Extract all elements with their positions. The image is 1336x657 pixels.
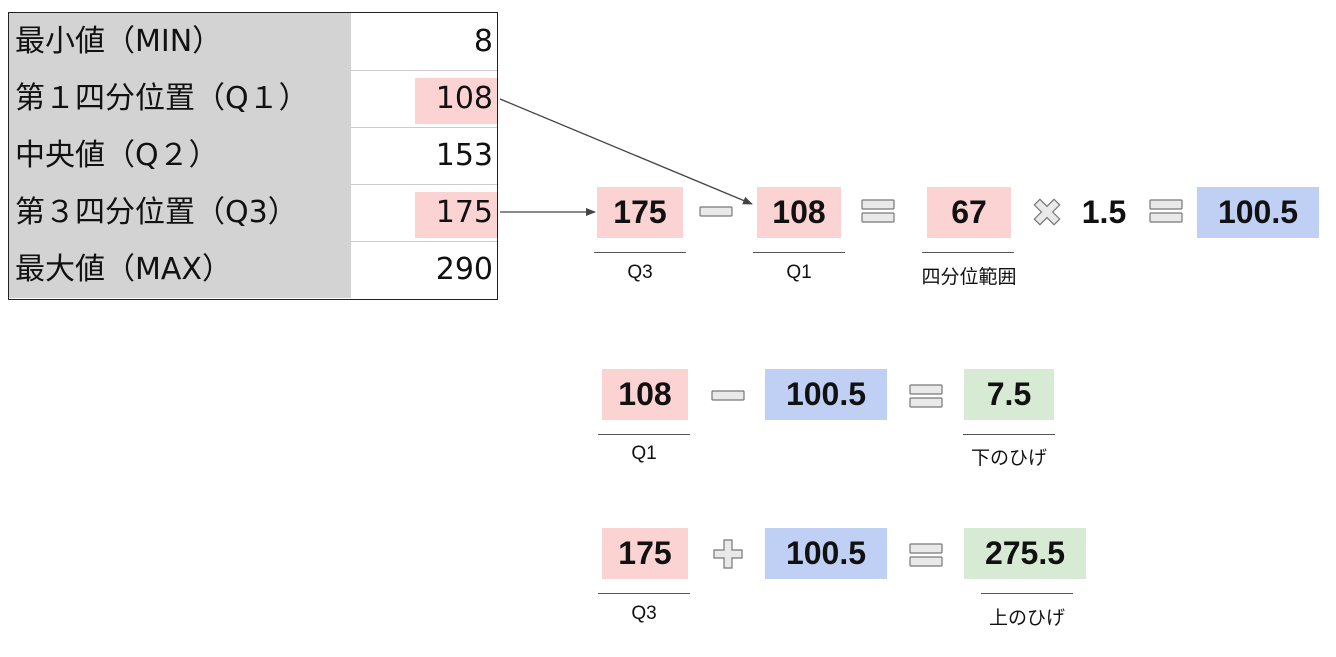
plus-icon: [713, 539, 743, 569]
row-divider: [351, 241, 497, 242]
lower-whisker-box: 7.5: [964, 369, 1054, 420]
lower-whisker-caption: 下のひげ: [970, 448, 1047, 469]
row-value: 108: [435, 81, 493, 116]
caption-underline: [922, 252, 1014, 253]
minus-icon: [711, 390, 745, 401]
row-label: 最小値（MIN）: [9, 13, 351, 70]
q1-value-box: 108: [602, 369, 688, 420]
caption-underline: [598, 593, 690, 594]
row-label: 最大値（MAX）: [9, 241, 351, 298]
scaled-iqr-box: 100.5: [1197, 187, 1319, 238]
caption-underline: [963, 434, 1055, 435]
row-divider: [351, 127, 497, 128]
equals-icon: [861, 199, 895, 223]
minus-icon: [699, 206, 733, 217]
iqr-caption: 四分位範囲: [921, 267, 1017, 288]
table-row-min: 最小値（MIN） 8: [9, 13, 497, 70]
q1-caption: Q1: [631, 443, 657, 464]
q3-caption: Q3: [631, 603, 657, 624]
table-row-q3: 第３四分位置（Q3） 175: [9, 184, 497, 241]
scaled-iqr-box: 100.5: [765, 369, 887, 420]
q3-value-box: 175: [602, 528, 688, 579]
q1-caption: Q1: [786, 262, 812, 283]
row-label: 中央値（Q２）: [9, 127, 351, 184]
table-row-max: 最大値（MAX） 290: [9, 241, 497, 298]
upper-whisker-box: 275.5: [964, 528, 1086, 579]
q3-caption: Q3: [627, 262, 653, 283]
q1-value-box: 108: [757, 187, 841, 238]
row-value: 8: [473, 24, 493, 59]
row-divider: [351, 70, 497, 71]
iqr-value-box: 67: [927, 187, 1011, 238]
scaled-iqr-box: 100.5: [765, 528, 887, 579]
caption-underline: [598, 434, 690, 435]
row-label: 第３四分位置（Q3）: [9, 184, 351, 241]
q3-value-box: 175: [597, 187, 683, 238]
row-divider: [351, 184, 497, 185]
row-label: 第１四分位置（Q１）: [9, 70, 351, 127]
row-value: 153: [435, 138, 493, 173]
row-value: 290: [435, 252, 493, 287]
caption-underline: [981, 593, 1073, 594]
multiply-icon: [1033, 198, 1061, 226]
value-highlight: [415, 78, 497, 124]
caption-underline: [753, 252, 845, 253]
table-row-median: 中央値（Q２） 153: [9, 127, 497, 184]
value-highlight: [415, 192, 497, 238]
equals-icon: [909, 543, 943, 567]
equals-icon: [909, 384, 943, 408]
table-row-q1: 第１四分位置（Q１） 108: [9, 70, 497, 127]
upper-whisker-caption: 上のひげ: [988, 608, 1065, 629]
equals-icon: [1149, 199, 1183, 223]
arrow-icon: [499, 98, 753, 205]
quartile-table: 最小値（MIN） 8 第１四分位置（Q１） 108 中央値（Q２） 153 第３…: [8, 12, 498, 300]
row-value: 175: [435, 195, 493, 230]
multiplier-text: 1.5: [1081, 194, 1127, 230]
caption-underline: [594, 252, 686, 253]
